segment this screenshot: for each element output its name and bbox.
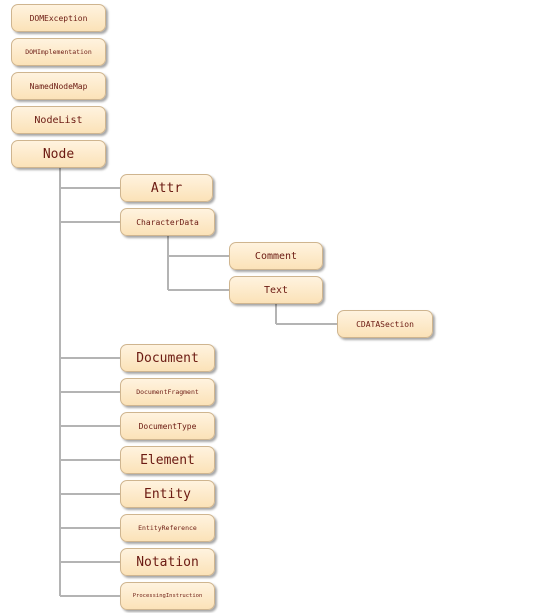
node-attr: Attr <box>120 174 213 202</box>
node-documenttype: DocumentType <box>120 412 215 440</box>
node-domimplementation: DOMImplementation <box>11 38 106 66</box>
node-document: Document <box>120 344 215 372</box>
node-namednodemap: NamedNodeMap <box>11 72 106 100</box>
node-cdatasection: CDATASection <box>337 310 433 338</box>
node-entity: Entity <box>120 480 215 508</box>
node-entityreference: EntityReference <box>120 514 215 542</box>
node-documentfragment: DocumentFragment <box>120 378 215 406</box>
node-node: Node <box>11 140 106 168</box>
node-nodelist: NodeList <box>11 106 106 134</box>
node-element: Element <box>120 446 215 474</box>
node-characterdata: CharacterData <box>120 208 215 236</box>
node-domexception: DOMException <box>11 4 106 32</box>
node-text: Text <box>229 276 323 304</box>
node-notation: Notation <box>120 548 215 576</box>
node-comment: Comment <box>229 242 323 270</box>
node-processinginstruction: ProcessingInstruction <box>120 582 215 610</box>
